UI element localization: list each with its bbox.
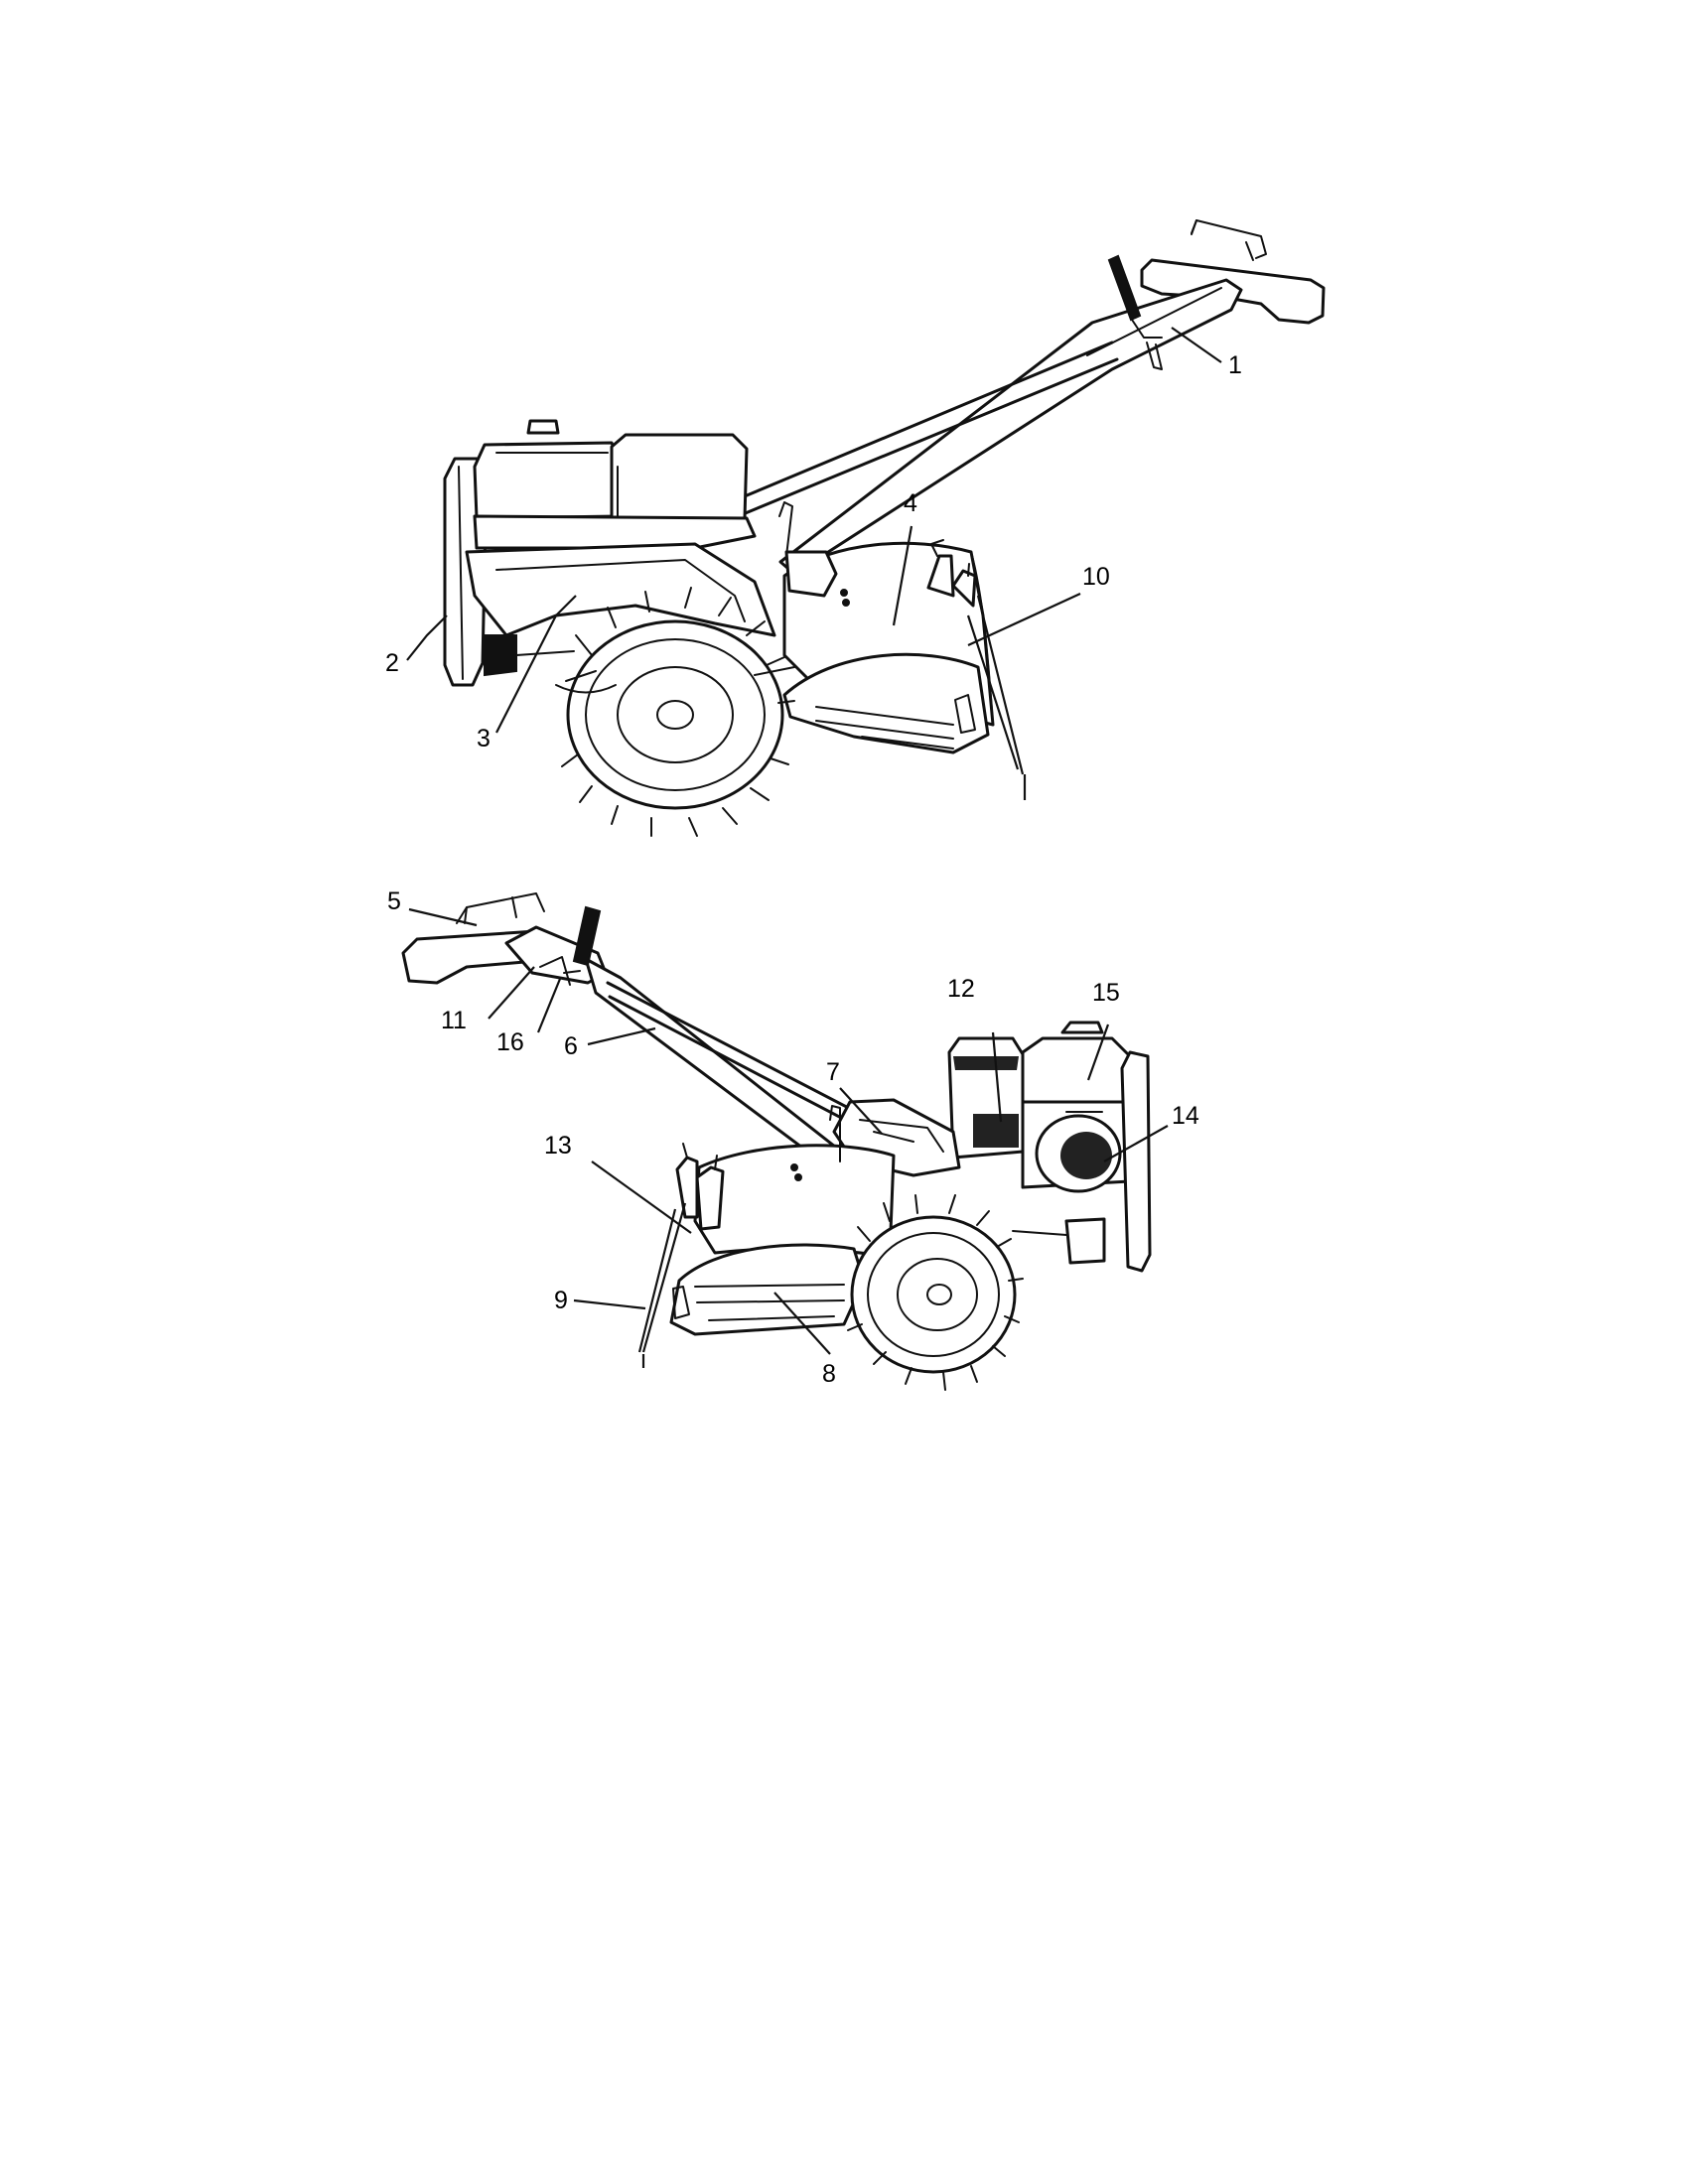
frame-bracket-bottom — [1012, 1217, 1106, 1265]
depth-bar-bottom — [675, 1143, 725, 1231]
shift-lever-bottom — [539, 905, 602, 986]
callout-16: 16 — [496, 1028, 524, 1056]
wheel-bottom — [847, 1194, 1024, 1391]
callout-7: 7 — [826, 1058, 840, 1086]
shift-lever-top — [1107, 254, 1163, 370]
callout-15: 15 — [1092, 979, 1120, 1007]
hood-post-bottom — [829, 1105, 841, 1162]
engine-top — [473, 419, 757, 550]
callout-6: 6 — [564, 1032, 578, 1060]
depth-bar-top — [926, 539, 977, 608]
callout-9: 9 — [554, 1287, 568, 1314]
callout-13: 13 — [544, 1132, 572, 1160]
callout-14: 14 — [1172, 1102, 1199, 1130]
hood-post-top — [778, 501, 838, 598]
rear-bumper-bottom — [1120, 1050, 1152, 1273]
belt-cover-top — [465, 542, 776, 637]
callout-8: 8 — [822, 1360, 836, 1388]
leaders-top — [406, 327, 1222, 800]
handle-tube-top — [683, 278, 1243, 576]
wheel-top — [561, 587, 795, 837]
callout-5: 5 — [387, 887, 401, 915]
tiller-bottom-view: 5 6 7 8 9 11 12 13 14 15 16 — [387, 887, 1199, 1391]
callout-10: 10 — [1082, 563, 1110, 591]
frame-bracket-top — [484, 634, 575, 677]
callout-2: 2 — [385, 649, 399, 677]
callout-11: 11 — [441, 1007, 467, 1034]
callout-4: 4 — [904, 489, 917, 517]
engine-bottom — [947, 1021, 1132, 1193]
leaders-bottom — [408, 907, 1169, 1368]
callout-3: 3 — [477, 725, 491, 752]
callout-1: 1 — [1228, 351, 1242, 379]
tiller-top-view: 1 2 3 4 10 — [385, 219, 1326, 837]
callout-12: 12 — [947, 975, 975, 1003]
transmission-top — [555, 666, 795, 694]
